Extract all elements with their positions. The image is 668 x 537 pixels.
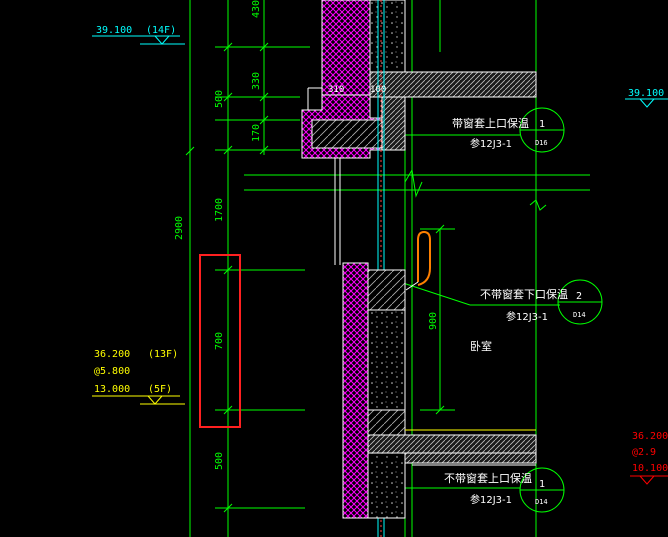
room-label: 卧室	[470, 339, 492, 353]
callout2-num: 2	[576, 291, 582, 302]
lower-wall-section	[342, 262, 537, 519]
callout1-ref: 参12J3-1	[470, 137, 512, 150]
callout2-sheet: D14	[573, 311, 586, 319]
level-step: @5.800	[94, 366, 130, 377]
callout1-title: 带窗套上口保温	[452, 116, 529, 130]
callout3-num: 1	[539, 479, 545, 490]
level-right-line2: @2.9	[632, 447, 656, 458]
callout-circle-1	[519, 107, 565, 153]
callout3-ref: 参12J3-1	[470, 493, 512, 506]
dim-total: 2900	[174, 216, 185, 240]
level-value-1: 36.200	[94, 349, 130, 360]
dim-1700: 1700	[214, 198, 225, 222]
level-floor-2: (5F)	[148, 384, 172, 395]
dim-500-bottom: 500	[214, 452, 225, 470]
callout3-title: 不带窗套上口保温	[444, 471, 532, 485]
dim-100: 100	[370, 85, 386, 95]
break-symbols	[404, 168, 547, 211]
callout1-sheet: D16	[535, 139, 548, 147]
level-top-value: 39.100	[96, 25, 132, 36]
dim-430: 430	[251, 0, 262, 18]
level-marker-bottom-right	[630, 475, 668, 485]
level-marker-bottom-left	[92, 395, 185, 405]
upper-wall-section	[301, 0, 537, 159]
level-right-line1: 36.200	[632, 431, 668, 442]
dim-310: 310	[328, 85, 344, 95]
callout1-num: 1	[539, 119, 545, 130]
level-marker-top-right	[625, 98, 668, 108]
callout-circle-3	[519, 467, 565, 513]
drain-pipe	[417, 230, 431, 286]
dim-330: 330	[251, 72, 262, 90]
level-floor-1: (13F)	[148, 349, 178, 360]
callout-circle-2	[557, 279, 603, 325]
dim-170: 170	[251, 124, 262, 142]
callout2-ref: 参12J3-1	[506, 310, 548, 323]
callout2-title: 不带窗套下口保温	[480, 287, 568, 301]
callout3-sheet: D14	[535, 498, 548, 506]
level-top-floor: (14F)	[146, 25, 176, 36]
level-value-2: 13.000	[94, 384, 130, 395]
dim-900: 900	[428, 312, 439, 330]
dimension-lines	[185, 0, 590, 537]
level-marker-top-left	[92, 35, 185, 45]
level-right-line3: 10.100	[632, 463, 668, 474]
dim-500-top: 500	[214, 90, 225, 108]
highlight-box	[199, 254, 241, 428]
level-right-top: 39.100	[628, 88, 664, 99]
dim-700: 700	[214, 332, 225, 350]
